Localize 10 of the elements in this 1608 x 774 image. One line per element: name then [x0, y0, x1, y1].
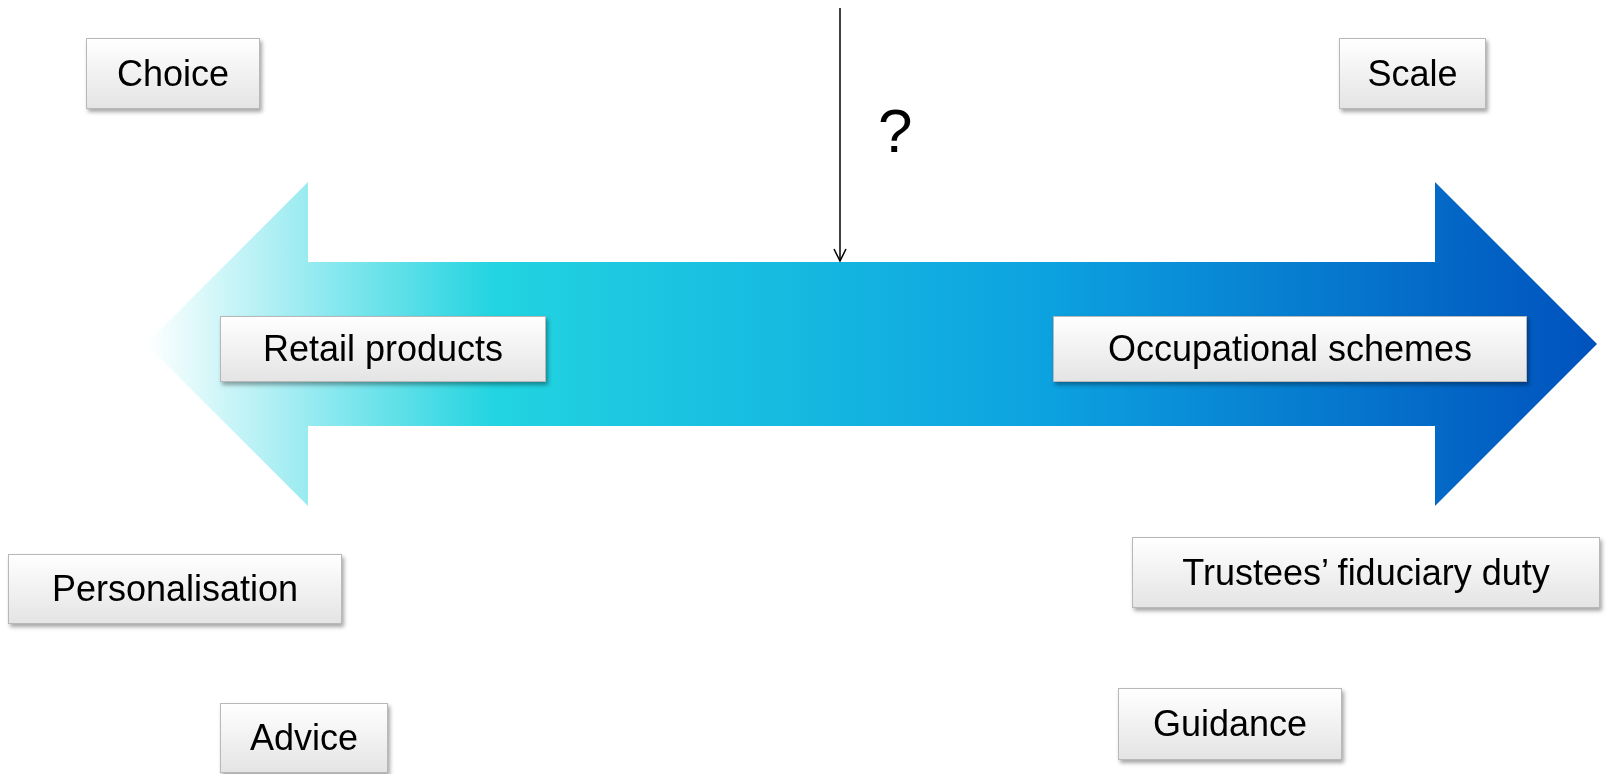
label-box: Advice [220, 703, 388, 773]
label-box: Occupational schemes [1053, 316, 1527, 382]
edge-label: ? [878, 94, 913, 166]
label-box: Choice [86, 38, 260, 109]
label-box: Trustees’ fiduciary duty [1132, 537, 1600, 608]
label-box: Guidance [1118, 688, 1342, 760]
label-box: Personalisation [8, 554, 342, 624]
label-box: Retail products [220, 316, 546, 382]
label-box: Scale [1339, 38, 1486, 109]
arrow [833, 7, 847, 262]
